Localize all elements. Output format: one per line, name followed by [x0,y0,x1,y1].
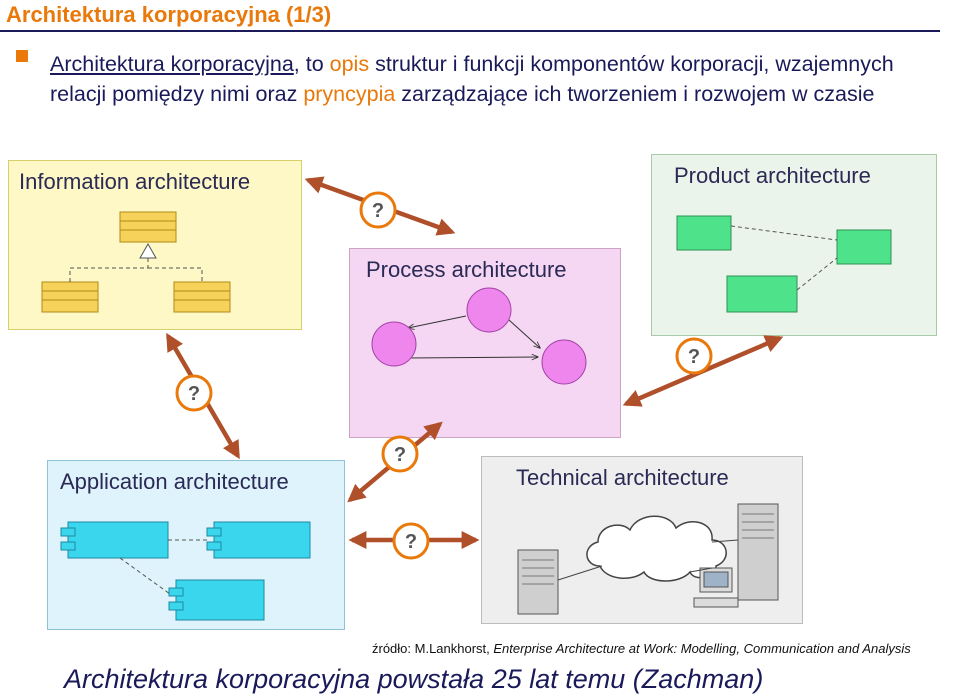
tech-link-2 [711,539,739,543]
source-citation: źródło: M.Lankhorst, Enterprise Architec… [372,641,911,656]
tech-link-3 [689,567,713,573]
definition-part-1: , to [293,52,330,76]
process-circle-1 [466,287,512,333]
tech-link-1 [557,565,603,581]
process-circle-3 [541,339,587,385]
question-mark-icon: ? [392,522,430,560]
question-mark-text: ? [372,200,384,222]
question-mark-icon: ? [381,435,419,473]
product-box-3 [726,275,798,313]
server-tower-left-icon [517,549,559,615]
inheritance-triangle-icon [139,242,157,259]
application-architecture-title: Application architecture [60,469,289,494]
product-box-2 [836,229,892,265]
definition-text: Architektura korporacyjna, to opis struk… [50,49,930,109]
process-flow-1 [408,315,467,328]
source-book-title: Enterprise Architecture at Work: Modelli… [493,641,911,656]
definition-term: Architektura korporacyjna [50,52,294,76]
question-mark-icon: ? [359,191,397,229]
question-mark-icon: ? [675,337,713,375]
technical-architecture-title: Technical architecture [516,465,729,490]
process-architecture-title: Process architecture [366,257,567,282]
slide-footer: Architektura korporacyjna powstała 25 la… [64,664,764,694]
question-mark-icon: ? [175,374,213,412]
product-architecture-title: Product architecture [674,163,871,188]
definition-part-3: zarządzające ich tworzeniem i rozwojem w… [395,82,875,106]
app-connector-2 [119,557,171,595]
info-class-right [173,281,231,313]
definition-highlight-pryncypia: pryncypia [303,82,396,106]
definition-highlight-opis: opis [329,52,370,76]
info-inheritance-lines [69,258,203,282]
process-flow-2 [406,357,538,358]
server-tower-right-icon [737,503,779,601]
info-class-left [41,281,99,313]
information-architecture-title: Information architecture [19,169,251,194]
slide-title: Architektura korporacyjna (1/3) [6,2,332,27]
product-connector-1 [730,225,838,241]
source-prefix: źródło: M.Lankhorst, [372,641,494,656]
app-component-3 [168,579,265,621]
product-connector-2 [796,257,838,291]
app-component-1 [60,521,169,559]
process-flow-3 [508,319,540,348]
product-box-1 [676,215,732,251]
app-component-2 [206,521,311,559]
cloud-icon [586,515,727,582]
question-mark-text: ? [394,444,406,466]
question-mark-text: ? [405,531,417,553]
info-class-top [119,211,177,243]
question-mark-text: ? [188,383,200,405]
workstation-icon [693,567,739,608]
bullet-square-icon [16,50,28,62]
question-mark-text: ? [688,346,700,368]
title-divider [0,30,940,32]
process-circle-2 [371,321,417,367]
definition-part-2: struktur i funkcji komponentów korporacj… [50,52,894,106]
